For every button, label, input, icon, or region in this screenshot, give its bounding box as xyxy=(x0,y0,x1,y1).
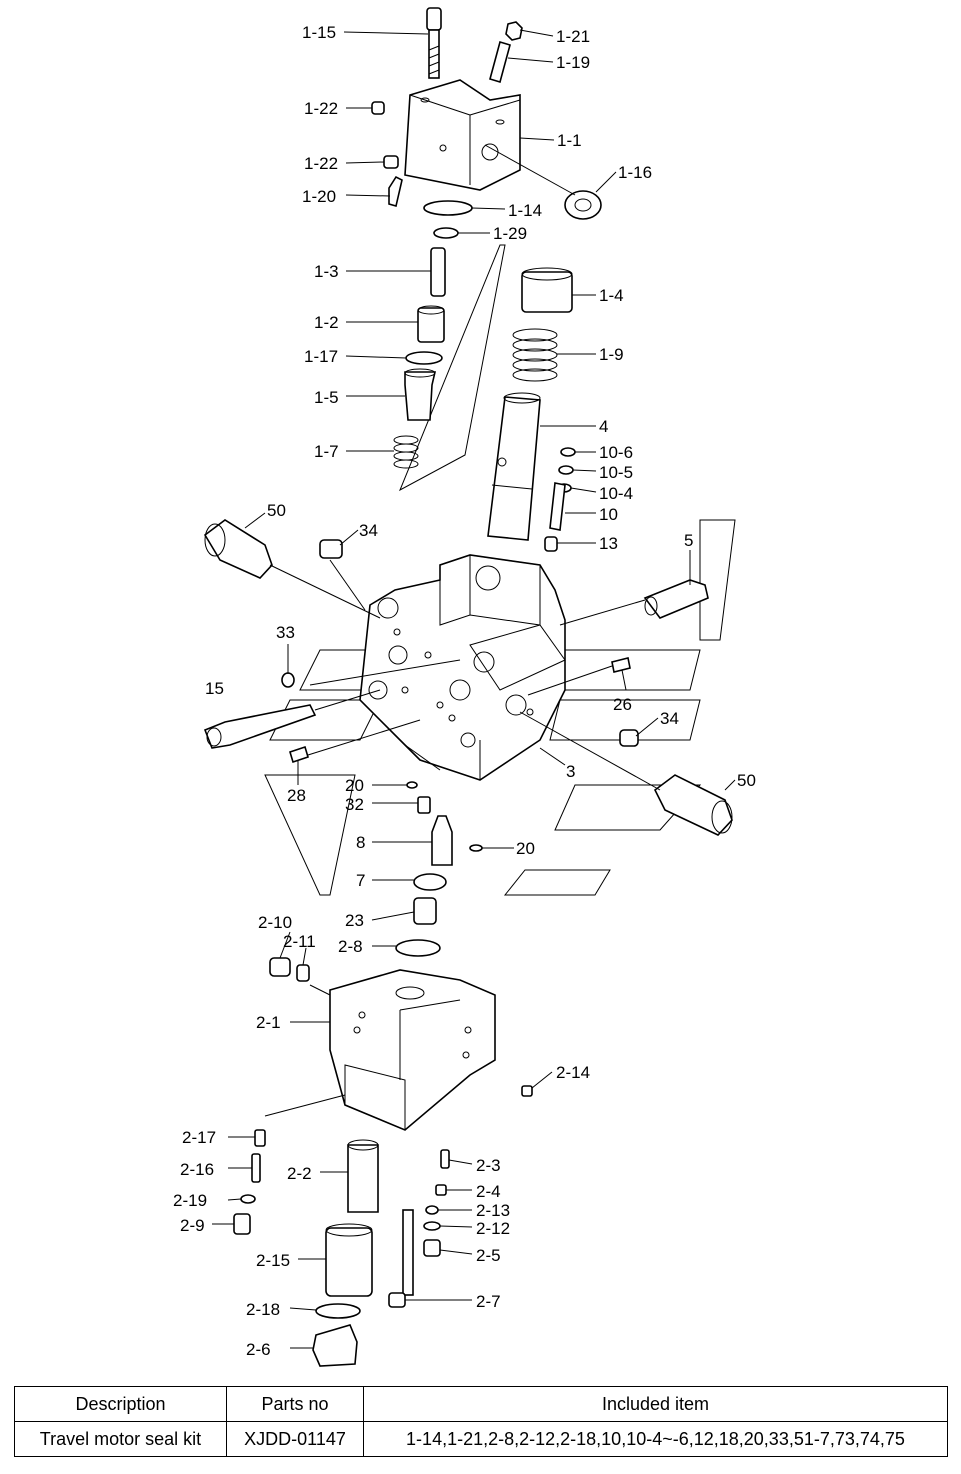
callout-1-3: 1-3 xyxy=(314,262,339,281)
callout-1-7: 1-7 xyxy=(314,442,339,461)
callout-33: 33 xyxy=(276,623,295,642)
callout-1-22: 1-22 xyxy=(304,99,338,118)
table-row: Travel motor seal kit XJDD-01147 1-14,1-… xyxy=(14,1421,948,1457)
table-header-row: Description Parts no Included item xyxy=(14,1386,948,1422)
header-parts-no: Parts no xyxy=(226,1386,364,1422)
main-valve-body xyxy=(203,519,733,925)
background-logo-outline xyxy=(264,244,736,896)
callout-1-17: 1-17 xyxy=(304,347,338,366)
callout-2-18: 2-18 xyxy=(246,1300,280,1319)
cell-parts-no: XJDD-01147 xyxy=(226,1421,364,1457)
callout-1-15: 1-15 xyxy=(302,23,336,42)
callout-1-14: 1-14 xyxy=(508,201,542,220)
top-cover-assembly xyxy=(371,7,602,552)
callout-34: 34 xyxy=(359,521,378,540)
callout-1-5: 1-5 xyxy=(314,388,339,407)
callout-1-20: 1-20 xyxy=(302,187,336,206)
callout-2-6: 2-6 xyxy=(246,1340,271,1359)
callout-2-8: 2-8 xyxy=(338,937,363,956)
exploded-parts-diagram: 1-15 1-21 1-19 1-22 1-1 1-22 1-16 1-20 1… xyxy=(173,7,756,1367)
callout-26: 26 xyxy=(613,695,632,714)
callout-2-13: 2-13 xyxy=(476,1201,510,1220)
callout-2-9: 2-9 xyxy=(180,1216,205,1235)
cell-included-item: 1-14,1-21,2-8,2-12,2-18,10,10-4~-6,12,18… xyxy=(363,1421,948,1457)
callout-13: 13 xyxy=(599,534,618,553)
callout-1-9: 1-9 xyxy=(599,345,624,364)
cell-description: Travel motor seal kit xyxy=(14,1421,227,1457)
callout-10-6: 10-6 xyxy=(599,443,633,462)
lower-cover-assembly xyxy=(233,939,533,1367)
callout-2-2: 2-2 xyxy=(287,1164,312,1183)
callout-2-16: 2-16 xyxy=(180,1160,214,1179)
header-description: Description xyxy=(14,1386,227,1422)
callout-1-29: 1-29 xyxy=(493,224,527,243)
callout-1-1: 1-1 xyxy=(557,131,582,150)
callout-20: 20 xyxy=(345,776,364,795)
callout-20: 20 xyxy=(516,839,535,858)
callout-1-22: 1-22 xyxy=(304,154,338,173)
callout-4: 4 xyxy=(599,417,608,436)
callout-28: 28 xyxy=(287,786,306,805)
callout-2-1: 2-1 xyxy=(256,1013,281,1032)
callout-1-2: 1-2 xyxy=(314,313,339,332)
leader-lines xyxy=(212,29,736,1349)
callout-10-5: 10-5 xyxy=(599,463,633,482)
seal-kit-table: Description Parts no Included item Trave… xyxy=(14,1386,948,1457)
callout-50: 50 xyxy=(267,501,286,520)
callout-2-4: 2-4 xyxy=(476,1182,501,1201)
callout-10: 10 xyxy=(599,505,618,524)
callout-1-19: 1-19 xyxy=(556,53,590,72)
header-included-item: Included item xyxy=(363,1386,948,1422)
callout-2-3: 2-3 xyxy=(476,1156,501,1175)
callout-2-17: 2-17 xyxy=(182,1128,216,1147)
callout-1-16: 1-16 xyxy=(618,163,652,182)
callout-2-12: 2-12 xyxy=(476,1219,510,1238)
callout-1-4: 1-4 xyxy=(599,286,624,305)
callout-10-4: 10-4 xyxy=(599,484,633,503)
callout-2-19: 2-19 xyxy=(173,1191,207,1210)
callout-2-7: 2-7 xyxy=(476,1292,501,1311)
callout-3: 3 xyxy=(566,762,575,781)
callout-2-5: 2-5 xyxy=(476,1246,501,1265)
callout-50: 50 xyxy=(737,771,756,790)
callout-34: 34 xyxy=(660,709,679,728)
callout-32: 32 xyxy=(345,795,364,814)
callout-7: 7 xyxy=(356,871,365,890)
callout-2-11: 2-11 xyxy=(283,932,316,951)
callout-labels: 1-15 1-21 1-19 1-22 1-1 1-22 1-16 1-20 1… xyxy=(173,23,756,1359)
callout-15: 15 xyxy=(205,679,224,698)
callout-23: 23 xyxy=(345,911,364,930)
callout-5: 5 xyxy=(684,531,693,550)
callout-2-14: 2-14 xyxy=(556,1063,590,1082)
callout-8: 8 xyxy=(356,833,365,852)
callout-2-10: 2-10 xyxy=(258,913,292,932)
callout-1-21: 1-21 xyxy=(556,27,590,46)
callout-2-15: 2-15 xyxy=(256,1251,290,1270)
